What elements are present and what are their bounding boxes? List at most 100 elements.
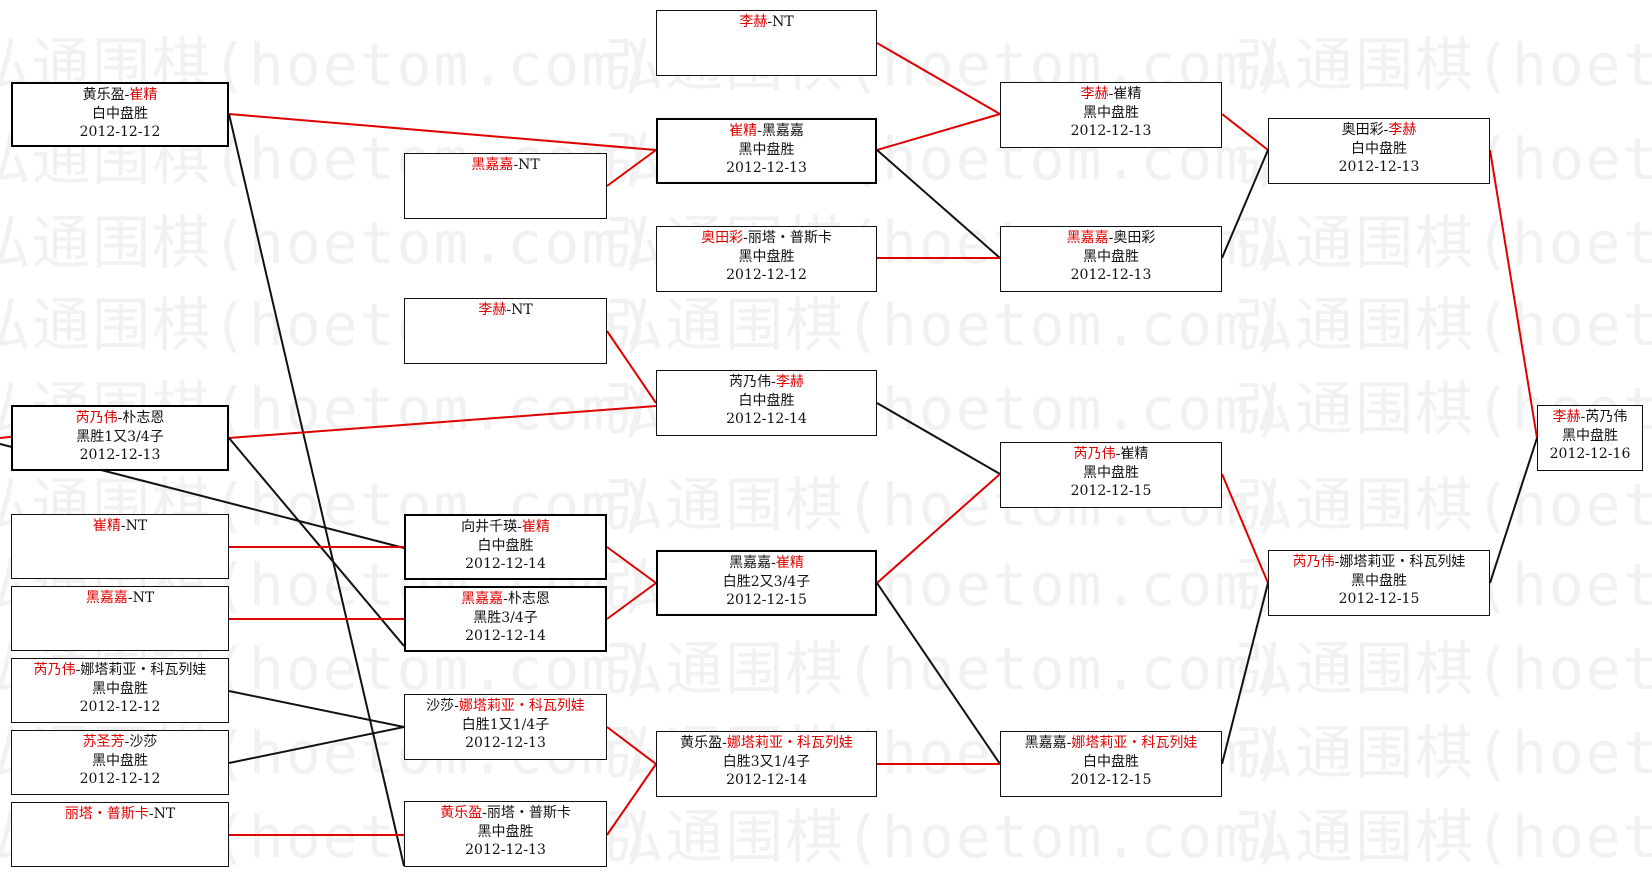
match-result: 黑中盘胜	[92, 752, 148, 769]
match-date: 2012-12-15	[1338, 591, 1420, 607]
match-result: 黑胜1又3/4子	[76, 428, 164, 445]
player-separator: -	[127, 590, 133, 606]
match-date: 2012-12-15	[1070, 483, 1152, 499]
match-players: 黑嘉嘉-NT	[405, 156, 606, 175]
bracket-line-25	[1221, 113, 1269, 151]
match-date: 2012-12-14	[465, 556, 546, 572]
match-box-r2-xiangjing-cui: 向井千瑛-崔精白中盘胜 2012-12-14	[404, 514, 607, 580]
player-black: 黑嘉嘉	[461, 591, 504, 607]
match-players: 黄乐盈-丽塔・普斯卡	[405, 804, 606, 823]
player-separator: -	[757, 123, 762, 139]
match-result: 白中盘胜	[477, 537, 534, 554]
match-date: 2012-12-14	[726, 772, 807, 788]
player-black: 崔精	[92, 518, 121, 534]
player-separator: -	[1108, 230, 1114, 246]
bracket-line-12	[606, 330, 657, 404]
player-white: NT	[772, 14, 794, 30]
match-players: 奥田彩-丽塔・普斯卡	[657, 229, 876, 248]
match-box-r1-hei-nt: 黑嘉嘉-NT	[11, 586, 229, 651]
bracket-line-0	[228, 113, 657, 151]
match-players: 向井千瑛-崔精	[406, 518, 605, 537]
match-players: 李赫-芮乃伟	[1538, 408, 1642, 427]
player-black: 奥田彩	[701, 230, 744, 246]
player-black: 黄乐盈	[440, 805, 483, 821]
match-result: 白中盘胜	[1351, 140, 1407, 157]
player-white: 丽塔・普斯卡	[747, 230, 832, 246]
match-date: 2012-12-12	[79, 771, 161, 787]
player-separator: -	[117, 410, 123, 426]
player-white: 娜塔莉亚・科瓦列娃	[458, 698, 585, 714]
player-separator: -	[454, 698, 459, 714]
match-box-r1-cui-nt: 崔精-NT	[11, 514, 229, 579]
player-separator: -	[1115, 446, 1121, 462]
player-black: 黄乐盈	[680, 735, 723, 751]
bracket-line-26	[1221, 149, 1269, 259]
match-result: 黑中盘胜	[92, 680, 148, 697]
match-box-r3-okuda-lita: 奥田彩-丽塔・普斯卡黑中盘胜 2012-12-12	[656, 226, 877, 292]
match-date: 2012-12-12	[726, 267, 807, 283]
match-date: 2012-12-14	[465, 628, 546, 644]
player-separator: -	[1580, 409, 1586, 425]
player-separator: -	[771, 374, 776, 390]
match-players: 苏圣芳-沙莎	[12, 733, 228, 752]
match-players: 黑嘉嘉-崔精	[658, 554, 875, 573]
player-black: 黑嘉嘉	[471, 157, 514, 173]
player-black: 李赫	[1080, 86, 1109, 102]
match-players: 黄乐盈-娜塔莉亚・科瓦列娃	[657, 734, 876, 753]
match-result: 黑中盘胜	[1351, 572, 1407, 589]
player-separator: -	[1383, 122, 1389, 138]
bracket-line-11	[606, 149, 657, 187]
player-white: 李赫	[775, 374, 804, 390]
player-black: 芮乃伟	[75, 410, 118, 426]
match-players: 崔精-黑嘉嘉	[658, 122, 875, 141]
match-players: 李赫-NT	[657, 13, 876, 32]
match-result: 黑中盘胜	[1562, 427, 1618, 444]
match-box-r2-lihe-nt: 李赫-NT	[404, 298, 607, 364]
player-separator: -	[482, 805, 487, 821]
match-players: 黑嘉嘉-奥田彩	[1001, 229, 1221, 248]
match-result: 黑中盘胜	[1083, 464, 1139, 481]
player-black: 李赫	[478, 302, 507, 318]
player-black: 李赫	[1552, 409, 1581, 425]
bracket-line-9	[228, 726, 405, 764]
match-date: 2012-12-16	[1549, 446, 1631, 462]
match-result: 黑中盘胜	[738, 248, 795, 265]
player-white: NT	[125, 518, 148, 534]
match-date: 2012-12-13	[1070, 123, 1152, 139]
match-result: 白胜1又1/4子	[461, 716, 550, 733]
player-black: 丽塔・普斯卡	[64, 806, 149, 822]
player-white: 崔精	[1120, 446, 1149, 462]
match-box-r2-hei-nt: 黑嘉嘉-NT	[404, 153, 607, 219]
player-white: 娜塔莉亚・科瓦列娃	[80, 662, 207, 678]
bracket-line-18	[876, 113, 1001, 151]
player-black: 黑嘉嘉	[85, 590, 128, 606]
player-white: NT	[132, 590, 155, 606]
player-separator: -	[124, 87, 130, 103]
player-separator: -	[767, 14, 773, 30]
match-box-final-lihe-rui: 李赫-芮乃伟黑中盘胜 2012-12-16	[1537, 405, 1643, 471]
match-players: 沙莎-娜塔莉亚・科瓦列娃	[405, 697, 606, 716]
bracket-line-21	[876, 402, 1001, 475]
player-separator: -	[517, 519, 522, 535]
match-box-r1-lita-nt: 丽塔・普斯卡-NT	[11, 802, 229, 867]
match-players: 李赫-崔精	[1001, 85, 1221, 104]
player-white: NT	[511, 302, 533, 318]
player-separator: -	[506, 302, 512, 318]
player-white: NT	[153, 806, 176, 822]
bracket-line-15	[606, 726, 657, 765]
match-result: 白胜2又3/4子	[722, 573, 811, 590]
player-white: 李赫	[1388, 122, 1417, 138]
bracket-line-27	[1221, 473, 1269, 584]
match-result: 黑中盘胜	[477, 823, 534, 840]
player-white: 娜塔莉亚・科瓦列娃	[1339, 554, 1466, 570]
match-players: 芮乃伟-娜塔莉亚・科瓦列娃	[12, 661, 228, 680]
match-result: 白中盘胜	[738, 392, 795, 409]
